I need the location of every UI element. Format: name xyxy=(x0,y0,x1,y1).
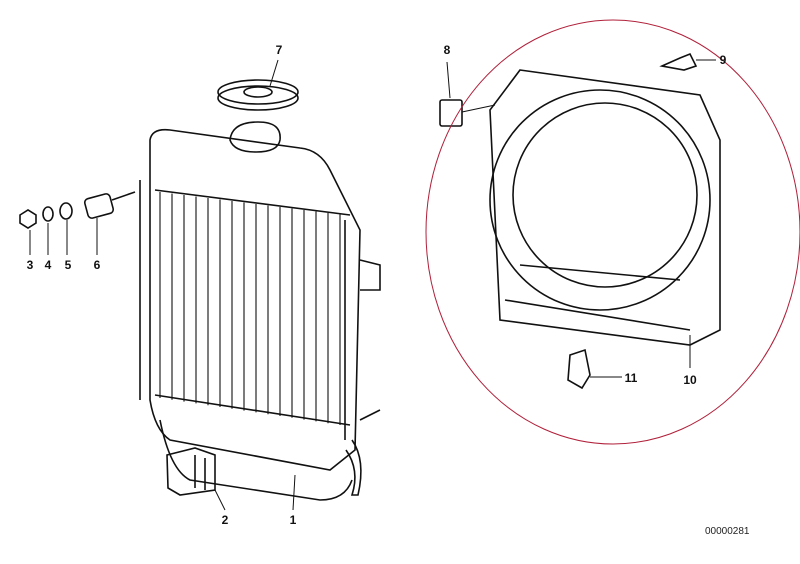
highlight-ellipse xyxy=(425,19,800,445)
part-label-5[interactable]: 5 xyxy=(64,258,72,272)
small-parts-drawing xyxy=(19,191,136,255)
part-label-7[interactable]: 7 xyxy=(275,43,283,57)
part-label-8[interactable]: 8 xyxy=(443,43,451,57)
clip-drawing xyxy=(166,447,296,511)
fan-shroud-drawing xyxy=(489,69,721,368)
radiator-cap-drawing xyxy=(217,59,299,111)
radiator-drawing xyxy=(139,121,381,501)
screw-drawing xyxy=(659,52,716,71)
part-label-3[interactable]: 3 xyxy=(26,258,34,272)
part-label-1[interactable]: 1 xyxy=(289,513,297,527)
figure-code: 00000281 xyxy=(705,526,750,537)
part-label-11[interactable]: 11 xyxy=(624,371,638,385)
part-label-9[interactable]: 9 xyxy=(719,53,727,67)
nut-clip-drawing xyxy=(439,61,496,127)
part-label-10[interactable]: 10 xyxy=(683,373,697,387)
clamp-drawing xyxy=(567,348,622,390)
part-label-2[interactable]: 2 xyxy=(221,513,229,527)
part-label-4[interactable]: 4 xyxy=(44,258,52,272)
part-label-6[interactable]: 6 xyxy=(93,258,101,272)
